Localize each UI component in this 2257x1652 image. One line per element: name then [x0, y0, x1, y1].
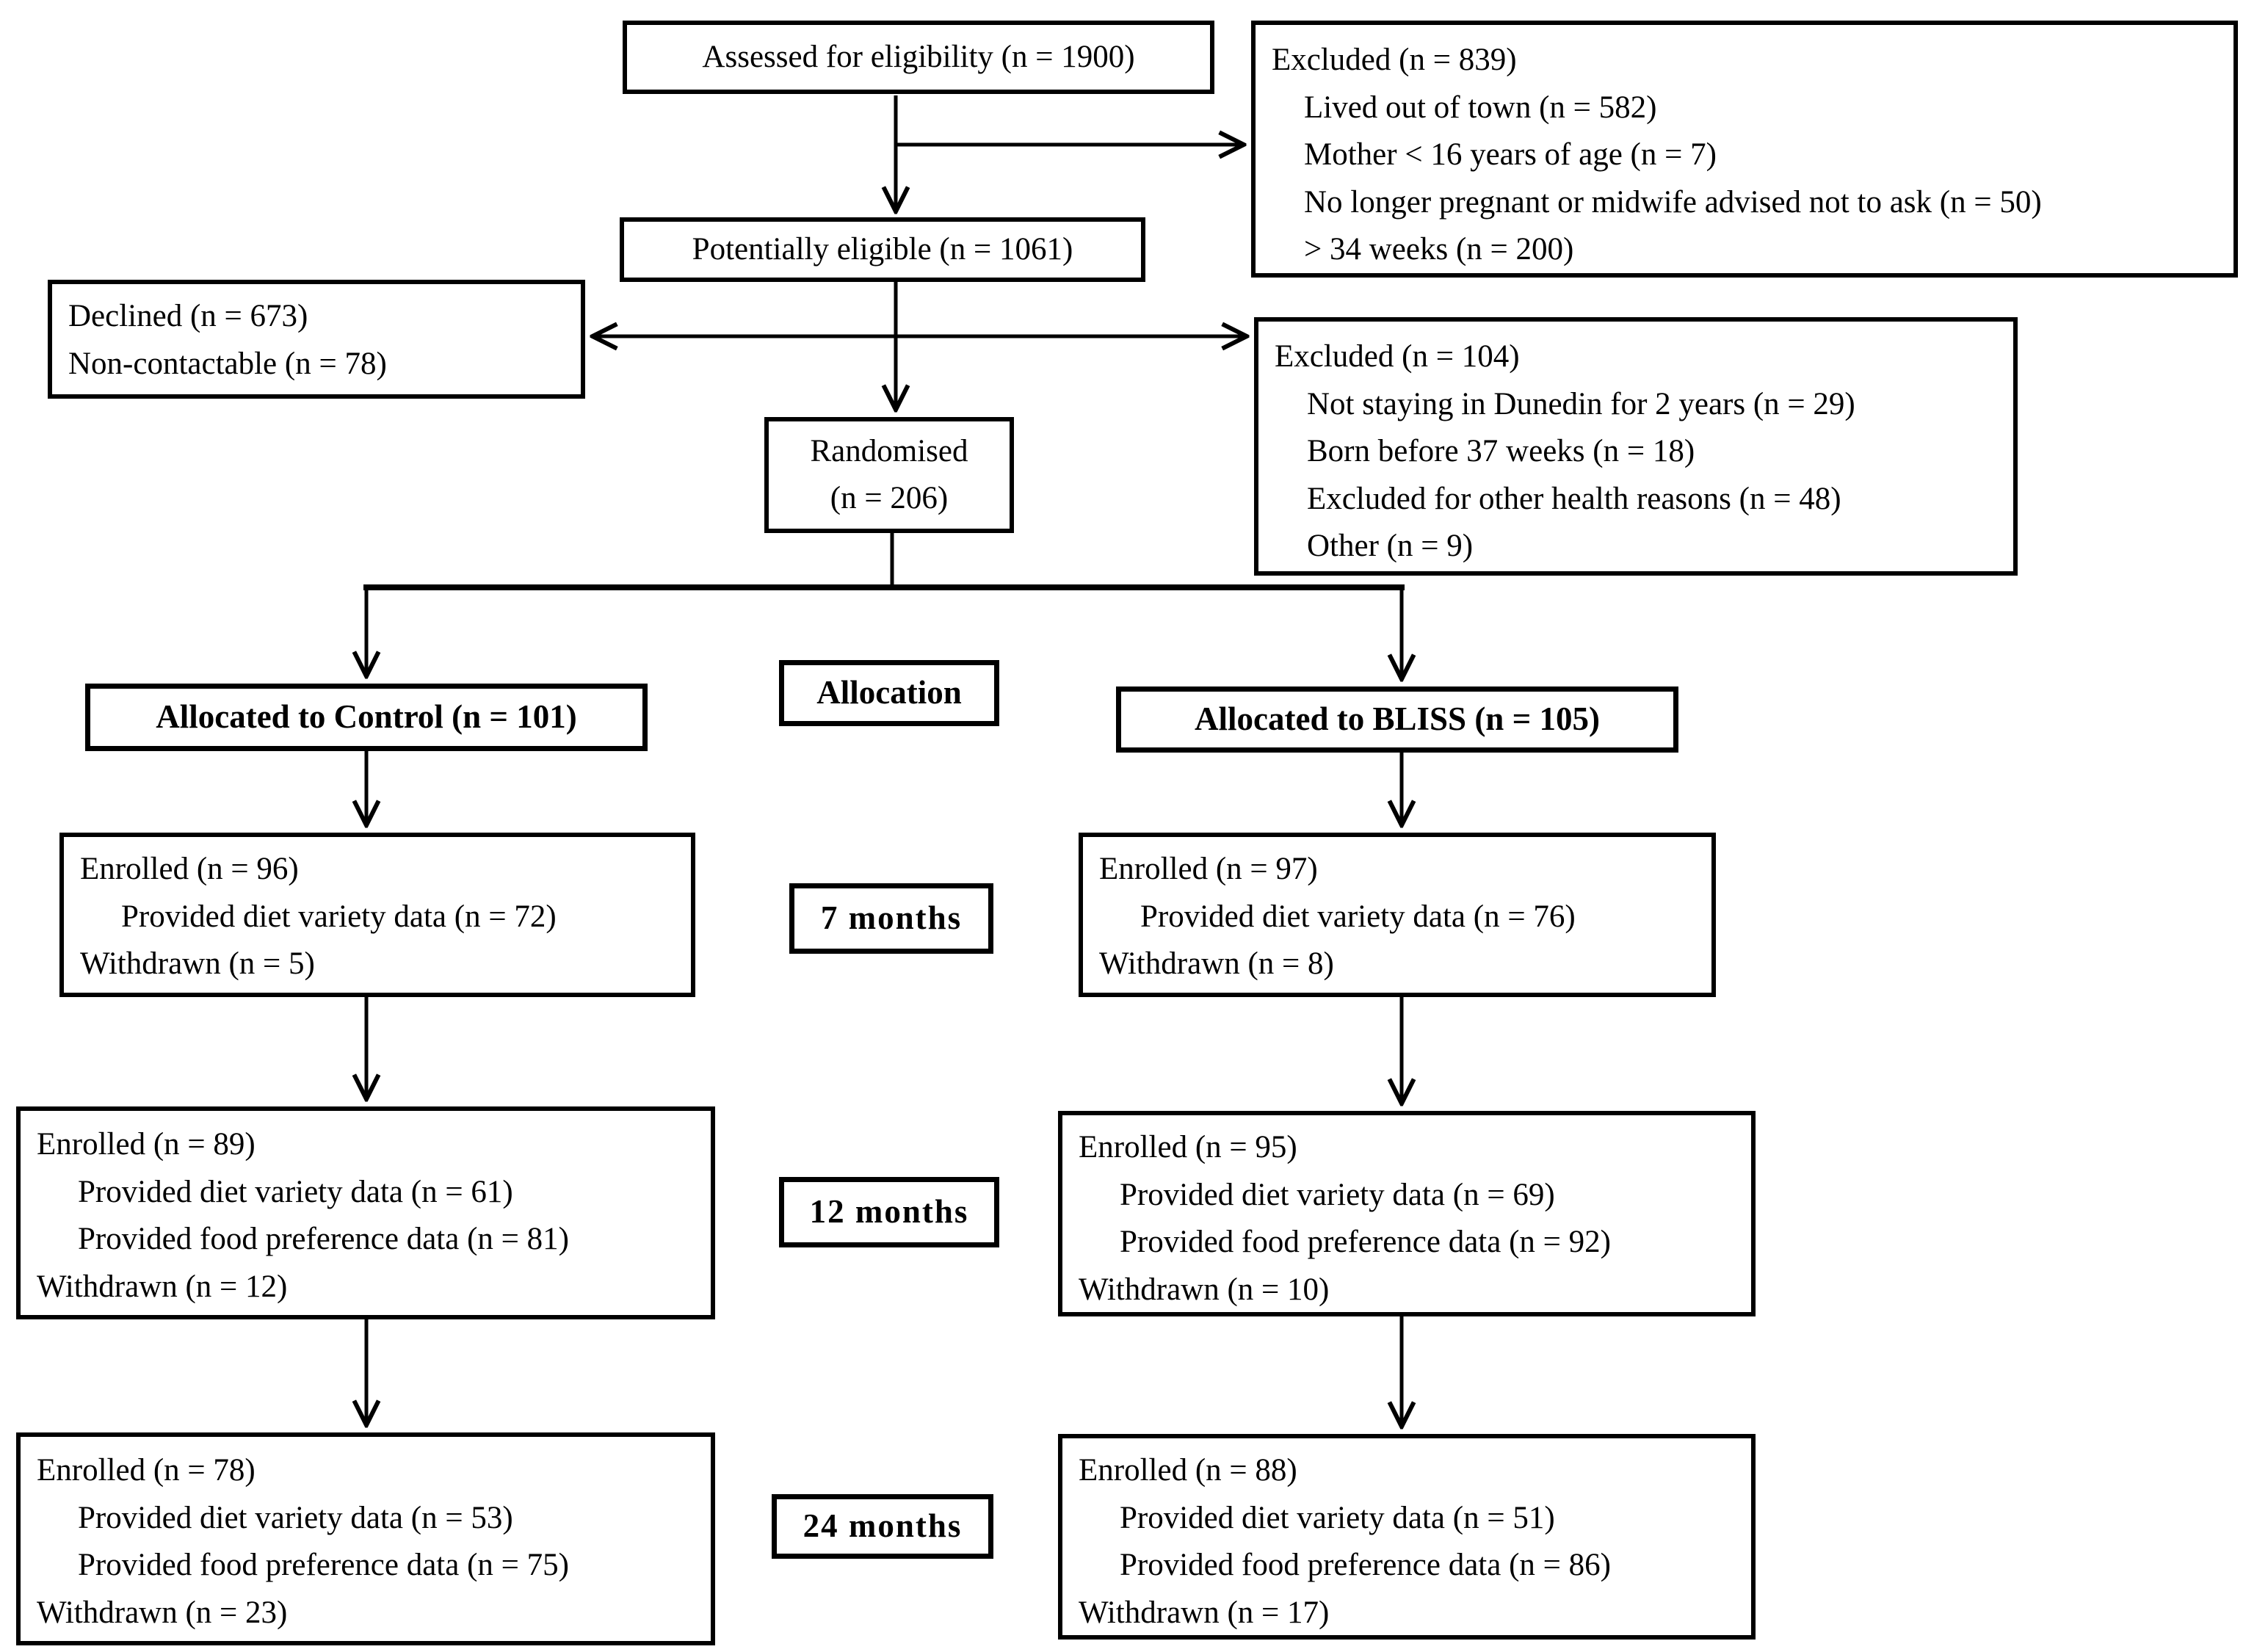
- control-24months-box: Enrolled (n = 78) Provided diet variety …: [16, 1432, 715, 1645]
- label-7-months-text: 7 months: [820, 899, 963, 937]
- bliss-12mo-withdrawn: Withdrawn (n = 10): [1079, 1272, 1330, 1307]
- control-12mo-food-preference: Provided food preference data (n = 81): [78, 1222, 569, 1256]
- declined-item: Non-contactable (n = 78): [68, 346, 387, 381]
- excluded-randomisation-item: Born before 37 weeks (n = 18): [1307, 434, 1695, 468]
- allocation-stage-label: Allocation: [779, 660, 999, 726]
- potentially-eligible-box: Potentially eligible (n = 1061): [620, 217, 1145, 282]
- excluded-eligibility-box: Excluded (n = 839) Lived out of town (n …: [1251, 21, 2238, 278]
- declined-item: Declined (n = 673): [68, 299, 308, 333]
- excluded-eligibility-item: Lived out of town (n = 582): [1304, 90, 1657, 125]
- randomised-box: Randomised (n = 206): [764, 417, 1014, 533]
- excluded-randomisation-item: Excluded for other health reasons (n = 4…: [1307, 481, 1841, 516]
- allocated-bliss-box: Allocated to BLISS (n = 105): [1116, 686, 1678, 753]
- bliss-24mo-food-preference: Provided food preference data (n = 86): [1120, 1548, 1611, 1582]
- excluded-randomisation-title: Excluded (n = 104): [1275, 339, 1520, 374]
- potentially-eligible-text: Potentially eligible (n = 1061): [692, 231, 1073, 267]
- control-24mo-diet-variety: Provided diet variety data (n = 53): [78, 1500, 513, 1535]
- control-24mo-enrolled: Enrolled (n = 78): [37, 1453, 256, 1488]
- assessed-eligibility-text: Assessed for eligibility (n = 1900): [702, 39, 1135, 74]
- excluded-eligibility-item: No longer pregnant or midwife advised no…: [1304, 184, 2042, 220]
- label-24-months-text: 24 months: [803, 1507, 963, 1545]
- stage-label-7-months: 7 months: [789, 883, 993, 954]
- bliss-24mo-diet-variety: Provided diet variety data (n = 51): [1120, 1500, 1555, 1535]
- bliss-24months-box: Enrolled (n = 88) Provided diet variety …: [1058, 1434, 1756, 1640]
- excluded-randomisation-box: Excluded (n = 104) Not staying in Dunedi…: [1254, 317, 2018, 576]
- randomised-count: (n = 206): [830, 481, 949, 515]
- bliss-24mo-enrolled: Enrolled (n = 88): [1079, 1453, 1297, 1488]
- control-12mo-diet-variety: Provided diet variety data (n = 61): [78, 1174, 513, 1209]
- control-7months-box: Enrolled (n = 96) Provided diet variety …: [59, 833, 695, 997]
- allocated-bliss-text: Allocated to BLISS (n = 105): [1195, 700, 1600, 738]
- bliss-24mo-withdrawn: Withdrawn (n = 17): [1079, 1595, 1330, 1630]
- allocation-label-text: Allocation: [816, 674, 962, 711]
- excluded-randomisation-item: Not staying in Dunedin for 2 years (n = …: [1307, 386, 1855, 421]
- excluded-eligibility-item: Mother < 16 years of age (n = 7): [1304, 137, 1717, 172]
- randomised-text: Randomised: [810, 433, 968, 468]
- excluded-eligibility-item: > 34 weeks (n = 200): [1304, 232, 1574, 267]
- bliss-12mo-enrolled: Enrolled (n = 95): [1079, 1130, 1297, 1164]
- control-12mo-withdrawn: Withdrawn (n = 12): [37, 1269, 288, 1304]
- assessed-eligibility-box: Assessed for eligibility (n = 1900): [623, 21, 1214, 94]
- control-7mo-enrolled: Enrolled (n = 96): [80, 852, 299, 886]
- control-12mo-enrolled: Enrolled (n = 89): [37, 1127, 256, 1162]
- bliss-12mo-food-preference: Provided food preference data (n = 92): [1120, 1225, 1611, 1259]
- bliss-7mo-withdrawn: Withdrawn (n = 8): [1099, 946, 1334, 981]
- bliss-7mo-enrolled: Enrolled (n = 97): [1099, 852, 1318, 886]
- stage-label-12-months: 12 months: [779, 1177, 999, 1247]
- control-7mo-diet-variety: Provided diet variety data (n = 72): [121, 899, 557, 934]
- declined-box: Declined (n = 673) Non-contactable (n = …: [48, 280, 585, 399]
- control-12months-box: Enrolled (n = 89) Provided diet variety …: [16, 1106, 715, 1319]
- bliss-7mo-diet-variety: Provided diet variety data (n = 76): [1140, 899, 1576, 934]
- bliss-7months-box: Enrolled (n = 97) Provided diet variety …: [1079, 833, 1716, 997]
- control-7mo-withdrawn: Withdrawn (n = 5): [80, 946, 315, 981]
- label-12-months-text: 12 months: [809, 1193, 969, 1231]
- bliss-12months-box: Enrolled (n = 95) Provided diet variety …: [1058, 1111, 1756, 1316]
- allocated-control-text: Allocated to Control (n = 101): [156, 698, 577, 736]
- bliss-12mo-diet-variety: Provided diet variety data (n = 69): [1120, 1177, 1555, 1212]
- stage-label-24-months: 24 months: [772, 1494, 993, 1559]
- excluded-randomisation-item: Other (n = 9): [1307, 529, 1474, 563]
- allocated-control-box: Allocated to Control (n = 101): [85, 684, 648, 751]
- excluded-eligibility-title: Excluded (n = 839): [1272, 43, 1517, 77]
- control-24mo-food-preference: Provided food preference data (n = 75): [78, 1548, 569, 1582]
- control-24mo-withdrawn: Withdrawn (n = 23): [37, 1595, 288, 1630]
